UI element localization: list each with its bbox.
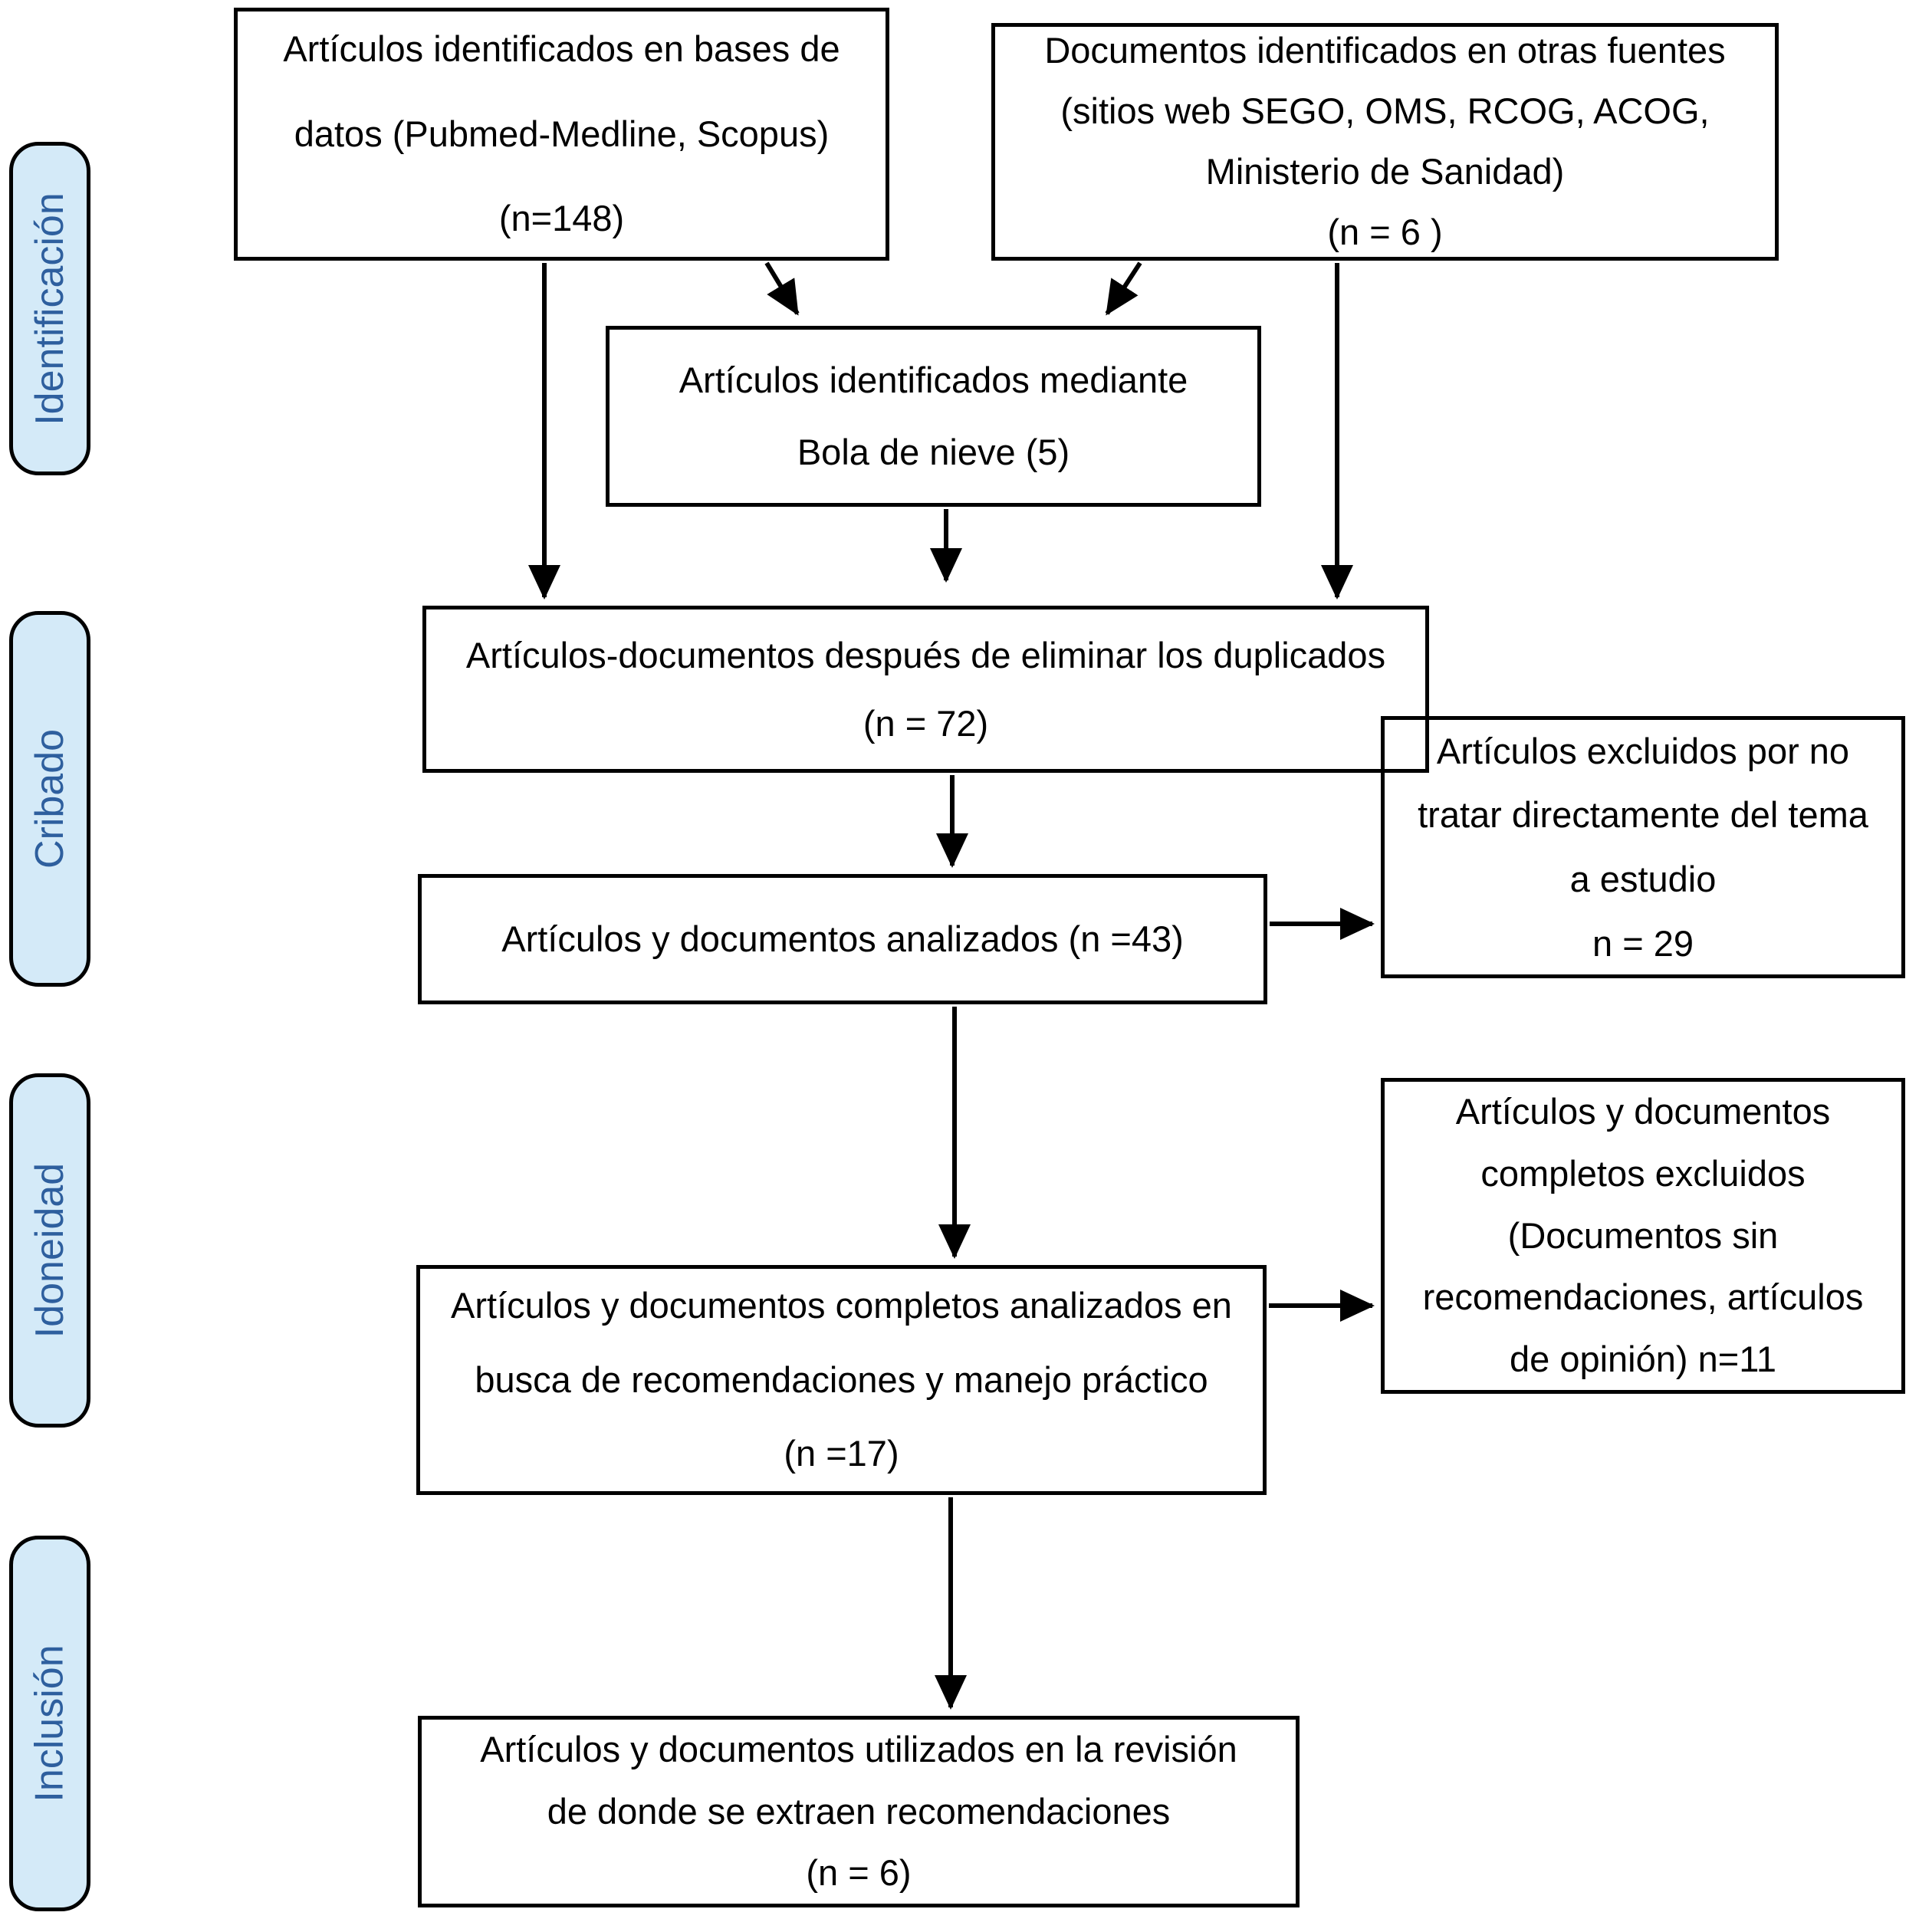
box-other-sources-documents-text: Documentos identificados en otras fuente…	[1044, 30, 1726, 252]
stage-idoneidad-label: Idoneidad	[28, 1162, 73, 1339]
stage-inclusion-label: Inclusión	[28, 1644, 73, 1802]
arrow-db-to-snowball	[764, 261, 800, 316]
box-included-in-review-text: Artículos y documentos utilizados en la …	[480, 1728, 1237, 1894]
box-excluded-fulltext: Artículos y documentos completos excluid…	[1381, 1078, 1905, 1394]
stage-identificacion: Identificación	[9, 142, 90, 475]
box-excluded-not-on-topic-text: Artículos excluidos por no tratar direct…	[1418, 730, 1868, 964]
box-fulltext-analyzed: Artículos y documentos completos analiza…	[416, 1265, 1267, 1495]
stage-identificacion-label: Identificación	[28, 192, 72, 426]
box-other-sources-documents: Documentos identificados en otras fuente…	[991, 23, 1779, 261]
box-included-in-review: Artículos y documentos utilizados en la …	[418, 1716, 1300, 1907]
stage-inclusion: Inclusión	[9, 1536, 90, 1911]
stage-cribado: Cribado	[9, 611, 90, 987]
box-database-articles: Artículos identificados en bases de dato…	[234, 8, 889, 261]
box-analyzed-articles: Artículos y documentos analizados (n =43…	[418, 874, 1267, 1004]
stage-cribado-label: Cribado	[28, 728, 73, 869]
box-fulltext-analyzed-text: Artículos y documentos completos analiza…	[451, 1285, 1232, 1474]
box-excluded-fulltext-text: Artículos y documentos completos excluid…	[1422, 1090, 1864, 1380]
box-snowball-articles-text: Artículos identificados mediante Bola de…	[679, 360, 1188, 472]
box-excluded-not-on-topic: Artículos excluidos por no tratar direct…	[1381, 716, 1905, 978]
box-after-duplicates-removed-text: Artículos-documentos después de eliminar…	[465, 634, 1386, 744]
box-after-duplicates-removed: Artículos-documentos después de eliminar…	[422, 606, 1429, 773]
box-analyzed-articles-text: Artículos y documentos analizados (n =43…	[501, 918, 1184, 960]
arrow-other-to-snowball	[1105, 261, 1142, 316]
box-database-articles-text: Artículos identificados en bases de dato…	[283, 28, 840, 239]
box-snowball-articles: Artículos identificados mediante Bola de…	[606, 326, 1261, 507]
stage-idoneidad: Idoneidad	[9, 1073, 90, 1428]
